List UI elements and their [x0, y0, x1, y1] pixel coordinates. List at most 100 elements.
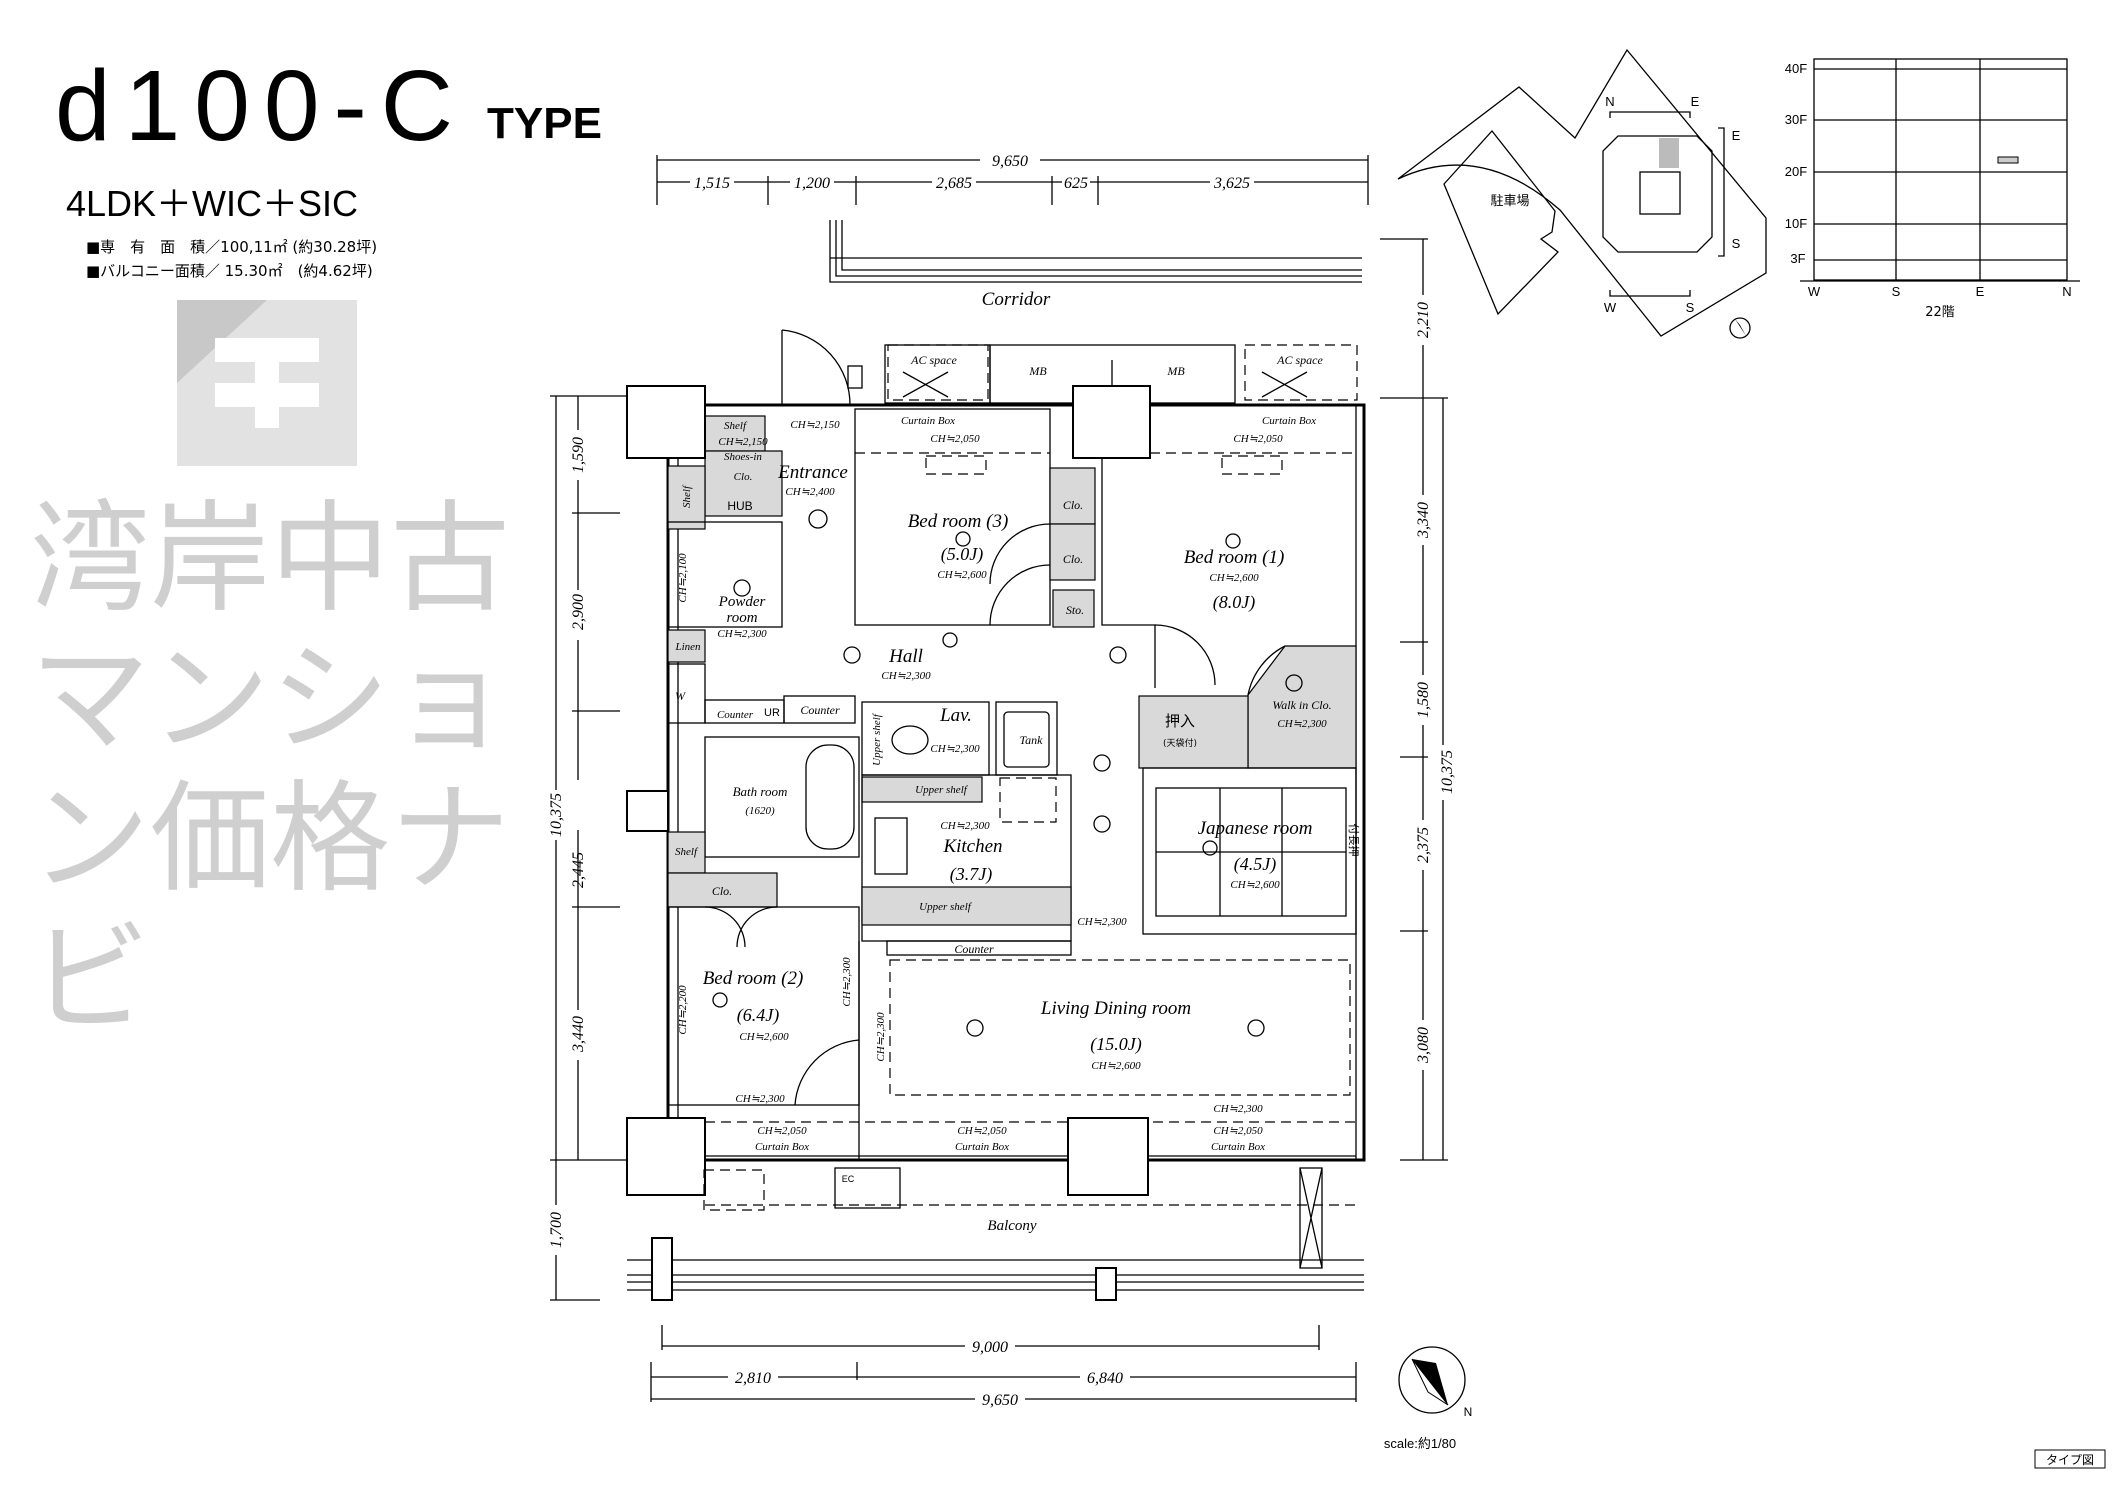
ceiling-height: CH≒2,400: [785, 486, 835, 498]
right-dimensions: 2,210 3,340 1,580 2,375 3,080 10,375: [1380, 238, 1457, 1161]
dim-right-segment: 3,080: [1415, 1027, 1432, 1064]
floor-plan-walls: [626, 329, 1366, 1301]
structural-column: [1072, 385, 1151, 459]
room-hall: Hall: [888, 646, 923, 667]
plan-type-title: d100-C: [55, 50, 467, 162]
floor-tick: 30F: [1785, 112, 1807, 127]
annotation: CH≒2,200: [677, 985, 689, 1035]
ceiling-height: CH≒2,300: [1277, 718, 1327, 730]
room-entrance: Entrance: [777, 462, 848, 483]
annotation: Counter: [800, 703, 840, 717]
dim-left-segment: 3,440: [570, 1016, 587, 1053]
dim-left-segment: 2,445: [570, 852, 587, 888]
annotation: CH≒2,300: [841, 957, 853, 1007]
site-direction: N: [1605, 94, 1614, 109]
room-oshiire: 押入: [1165, 712, 1195, 730]
ceiling-height: CH≒2,600: [1091, 1060, 1141, 1072]
dim-top-segment: 3,625: [1213, 175, 1250, 192]
light-fixture-icons: [712, 509, 1303, 1037]
room-powder: Powder: [718, 594, 766, 610]
room-balcony: Balcony: [987, 1218, 1036, 1234]
annotation: Linen: [674, 641, 701, 653]
annotation: CH≒2,050: [1213, 1125, 1263, 1137]
annotation: AC space: [1276, 353, 1323, 367]
room-size: (15.0J): [1090, 1034, 1141, 1055]
room-walk-in-closet: Walk in Clo.: [1272, 698, 1331, 712]
room-size: (8.0J): [1213, 592, 1255, 613]
ceiling-height: CH≒2,600: [1230, 879, 1280, 891]
watermark-text: 湾岸中古マンション価格ナビ: [30, 490, 510, 1049]
watermark-line: ン価格ナ: [30, 770, 510, 909]
annotation: CH≒2,150: [718, 436, 768, 448]
bottom-dimensions: 9,000 2,810 6,840 9,650: [650, 1325, 1357, 1409]
ceiling-height: CH≒2,600: [739, 1031, 789, 1043]
room-size: (4.5J): [1234, 854, 1276, 875]
annotation: Clo.: [734, 471, 753, 483]
balcony-area: ■バルコニー面積／ 15.30㎡ (約4.62坪): [86, 262, 373, 280]
annotation: Curtain Box: [955, 1141, 1009, 1153]
room-powder-line2: room: [726, 610, 757, 626]
annotation: Curtain Box: [755, 1141, 809, 1153]
annotation: Tank: [1020, 733, 1044, 747]
dim-left-total: 10,375: [548, 793, 565, 837]
annotation: MB: [1166, 364, 1185, 378]
dim-bottom-total: 9,650: [982, 1392, 1018, 1409]
dim-left-balcony: 1,700: [548, 1212, 565, 1248]
annotation: HUB: [727, 499, 752, 513]
dim-bottom-segment: 2,810: [735, 1370, 771, 1387]
dim-top-segment: 625: [1064, 175, 1088, 192]
annotation: CH≒2,150: [790, 419, 840, 431]
annotation: Upper shelf: [919, 901, 973, 913]
annotation: Curtain Box: [1211, 1141, 1265, 1153]
annotation: CH≒2,100: [677, 553, 689, 603]
annotation: Counter: [954, 942, 994, 956]
room-kitchen: Kitchen: [942, 836, 1002, 857]
type-tag: タイプ図: [2034, 1449, 2106, 1469]
current-floor-label: 22階: [1925, 305, 1955, 320]
dim-top-total: 9,650: [992, 153, 1028, 170]
room-bedroom-3: Bed room (3): [908, 511, 1009, 532]
dim-top-segment: 2,685: [936, 175, 972, 192]
dim-corridor-depth: 2,210: [1415, 302, 1432, 338]
ceiling-height: CH≒2,300: [717, 628, 767, 640]
annotation: Counter: [717, 709, 754, 721]
annotation: Clo.: [712, 884, 732, 898]
current-unit-marker: [1997, 156, 2019, 164]
room-size: (6.4J): [737, 1005, 779, 1026]
direction-tick: W: [1808, 284, 1821, 299]
dim-top-segment: 1,200: [794, 175, 830, 192]
room-bedroom-2: Bed room (2): [703, 968, 804, 989]
dim-right-segment: 2,375: [1415, 827, 1432, 863]
annotation: CH≒2,050: [930, 433, 980, 445]
annotation: MB: [1028, 364, 1047, 378]
room-size: (5.0J): [941, 544, 983, 565]
watermark-logo-icon: [177, 300, 357, 466]
annotation: Shelf: [675, 846, 699, 858]
room-japanese: Japanese room: [1198, 818, 1313, 839]
ceiling-height: CH≒2,300: [930, 743, 980, 755]
dim-right-segment: 1,580: [1415, 682, 1432, 718]
annotation: CH≒2,050: [757, 1125, 807, 1137]
direction-tick: E: [1976, 284, 1985, 299]
scale-label: scale:約1/80: [1384, 1436, 1456, 1451]
annotation: 付長押: [1347, 824, 1361, 857]
dim-right-segment: 3,340: [1415, 502, 1432, 539]
annotation: Curtain Box: [901, 415, 955, 427]
floor-tick: 3F: [1790, 251, 1805, 266]
annotation: CH≒2,300: [875, 1012, 887, 1062]
dim-top-segment: 1,515: [694, 175, 730, 192]
annotation: EC: [842, 1174, 855, 1184]
floor-position-chart: 40F 30F 20F 10F 3F W S E N 22階: [1785, 58, 2080, 320]
structural-column: [626, 385, 706, 459]
compass-north-label: N: [1464, 1405, 1473, 1419]
watermark-line: 湾岸中古: [30, 490, 510, 629]
dim-bottom-segment: 6,840: [1087, 1370, 1123, 1387]
ceiling-height: CH≒2,300: [881, 670, 931, 682]
annotation: Sto.: [1066, 603, 1084, 617]
site-direction: S: [1732, 236, 1741, 251]
annotation: W: [675, 689, 686, 703]
structural-column: [626, 1117, 706, 1196]
floor-tick: 10F: [1785, 216, 1807, 231]
watermark-line: マンショ: [30, 630, 510, 769]
